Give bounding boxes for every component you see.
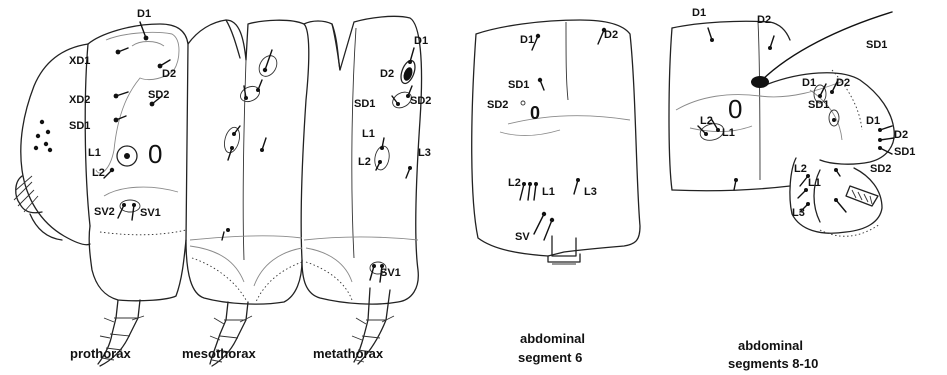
label-a6-l2: L2 [508,177,521,189]
label-a6-d2: D2 [604,29,618,41]
label-pro-xd1: XD1 [69,55,90,67]
abd8-spiracle: 0 [728,94,742,124]
abd8-spiracle-dark [751,76,769,88]
label-meta-d2: D2 [380,68,394,80]
label-meta-l1: L1 [362,128,375,140]
prothorax-spiracle: 0 [148,139,162,169]
prothoracic-shield [96,32,179,173]
label-a6-l1: L1 [542,186,555,198]
label-a8-sd1b: SD1 [808,99,829,111]
label-pro-xd2: XD2 [69,94,90,106]
label-pro-sv2: SV2 [94,206,115,218]
stemmata [34,120,52,152]
label-meta-l3: L3 [418,147,431,159]
caption-abd810-line2: segments 8-10 [728,356,818,371]
label-a6-l3: L3 [584,186,597,198]
label-meta-sv1: SV1 [380,267,401,279]
mesothorax-body [186,20,309,304]
metathorax-figure [302,16,422,364]
label-pro-sd2: SD2 [148,89,169,101]
label-a6-sd1: SD1 [508,79,529,91]
label-a6-d1: D1 [520,34,534,46]
caption-abd6-line1: abdominal [520,331,585,346]
head-capsule [21,44,90,245]
label-a8-d2: D2 [757,14,771,26]
label-a8-l2b: L2 [794,163,807,175]
caption-prothorax: prothorax [70,346,131,361]
caption-metathorax: metathorax [313,346,384,361]
abd6-body [472,20,640,256]
label-a8-l1: L1 [722,127,735,139]
label-a8-l3b: L3 [792,207,805,219]
abd810-body [672,21,790,40]
label-a8-sd1c: SD1 [894,146,915,158]
prothorax-setae [100,22,186,235]
label-pro-l2: L2 [92,167,105,179]
abdominal-segment-6-figure [472,20,640,264]
label-pro-l1: L1 [88,147,101,159]
abd6-spiracle: 0 [530,103,540,123]
label-a6-sd2: SD2 [487,99,508,111]
caption-abd6-line2: segment 6 [518,350,582,365]
label-a8-l1b: L1 [808,177,821,189]
label-pro-sd1: SD1 [69,120,90,132]
label-meta-sd2: SD2 [410,95,431,107]
label-a8-d1: D1 [692,7,706,19]
label-a8-sd1: SD1 [866,39,887,51]
label-pro-d2: D2 [162,68,176,80]
label-meta-l2: L2 [358,156,371,168]
label-a8-d2c: D2 [894,129,908,141]
label-a8-d1b: D1 [802,77,816,89]
label-a8-d2b: D2 [836,77,850,89]
caption-abd810-line1: abdominal [738,338,803,353]
label-pro-d1: D1 [137,8,151,20]
label-a8-l2: L2 [700,115,713,127]
prothorax-body [88,24,188,301]
label-pro-sv1: SV1 [140,207,161,219]
label-a8-sd2c: SD2 [870,163,891,175]
label-meta-sd1: SD1 [354,98,375,110]
caption-mesothorax: mesothorax [182,346,256,361]
abd6-proleg [552,236,576,256]
label-a8-d1c: D1 [866,115,880,127]
label-meta-d1: D1 [414,35,428,47]
mesothorax-figure [186,20,309,366]
label-a6-sv: SV [515,231,530,243]
